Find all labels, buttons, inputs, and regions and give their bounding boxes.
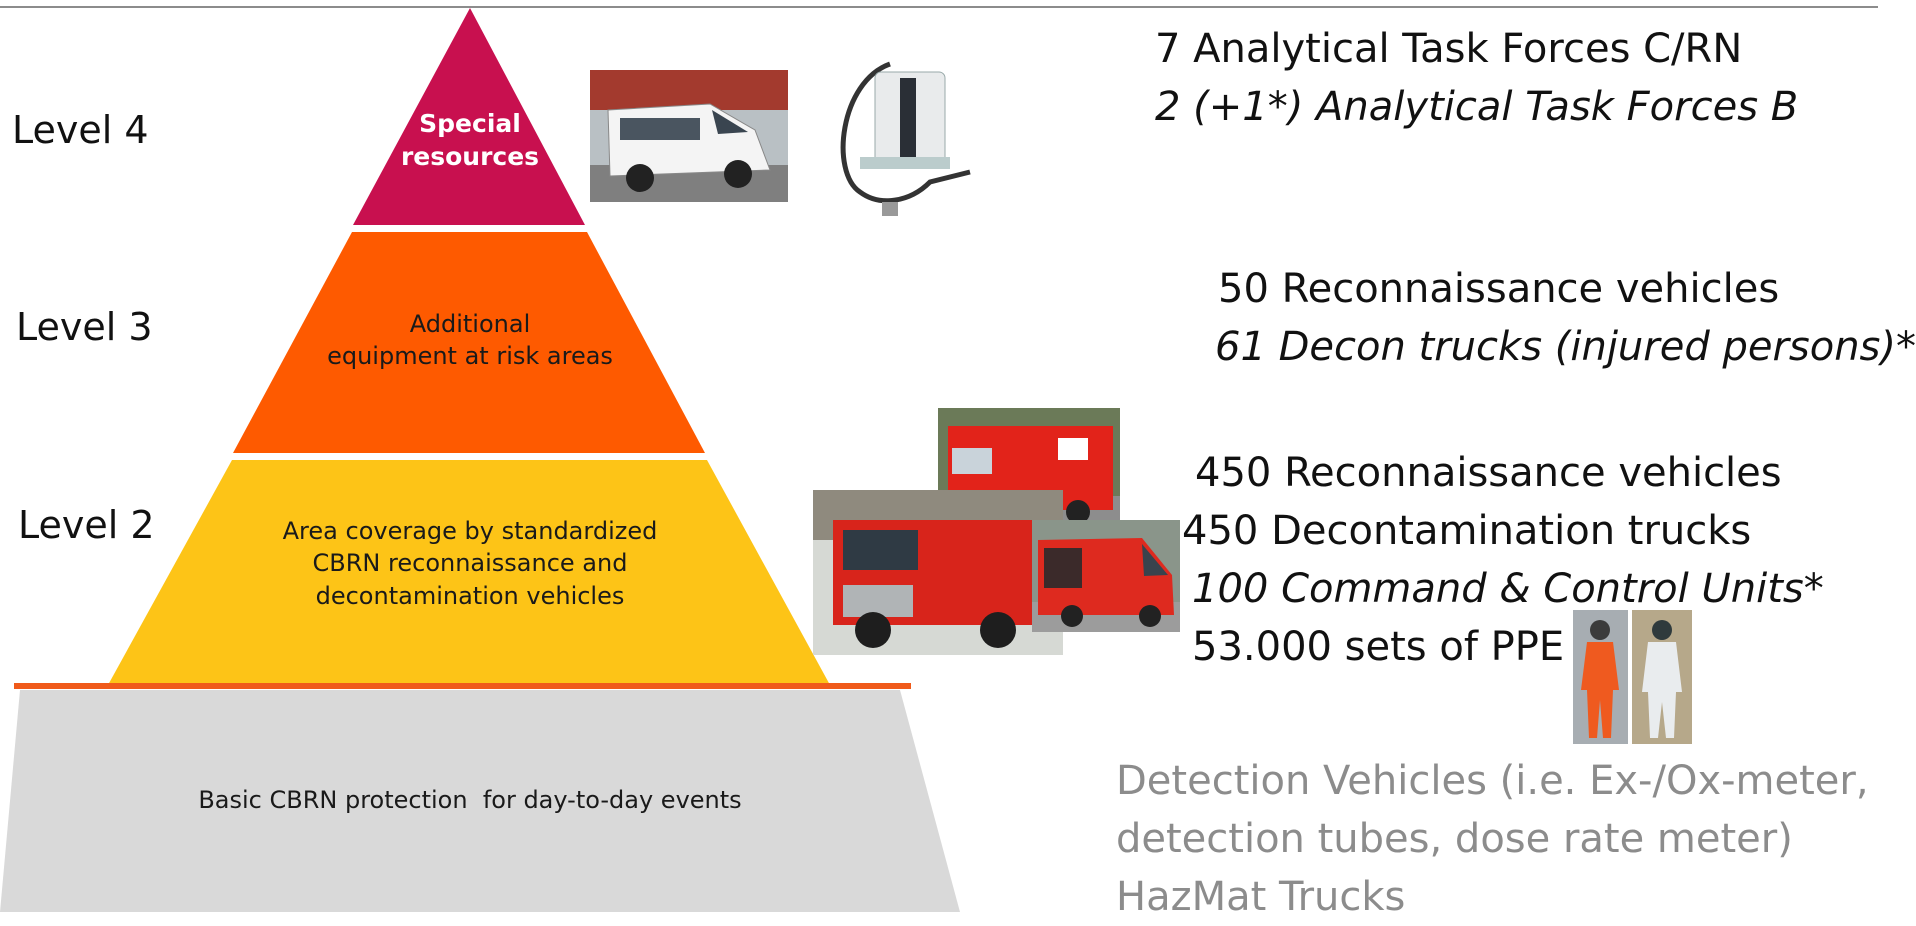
level3-resources: 50 Reconnaissance vehicles 61 Decon truc…	[1215, 260, 1916, 376]
level3-resource-item: 61 Decon trucks (injured persons)*	[1215, 324, 1916, 370]
top-rule	[0, 6, 1878, 8]
level3-resource-item: 50 Reconnaissance vehicles	[1218, 266, 1780, 312]
level2-resource-item: 100 Command & Control Units*	[1192, 566, 1824, 612]
level-3-label: Level 3	[16, 305, 153, 349]
level-4-label: Level 4	[12, 108, 149, 152]
level2-resources: 450 Reconnaissance vehicles 450 Decontam…	[1182, 444, 1824, 676]
level4-resource-item: 2 (+1*) Analytical Task Forces B	[1155, 84, 1799, 130]
white-van-photo	[590, 70, 788, 202]
level4-resources: 7 Analytical Task Forces C/RN 2 (+1*) An…	[1155, 20, 1798, 136]
tier-level2-text: Area coverage by standardized CBRN recon…	[282, 517, 658, 610]
red-van-photo	[1032, 520, 1180, 632]
tier-level3-shape	[233, 232, 705, 453]
pyramid-diagram	[0, 8, 960, 912]
tier-level4-text: Special resources	[400, 109, 540, 171]
level1-resource-item: Detection Vehicles (i.e. Ex-/Ox-meter,	[1116, 758, 1869, 804]
level2-resource-item: 53.000 sets of PPE	[1192, 624, 1565, 670]
level1-resources: Detection Vehicles (i.e. Ex-/Ox-meter, d…	[1116, 752, 1869, 926]
detector-device-photo	[820, 52, 971, 217]
tier-level1-text: Basic CBRN protection for day-to-day eve…	[198, 786, 742, 814]
white-protective-suit-photo	[1632, 610, 1692, 744]
level2-resource-item: 450 Decontamination trucks	[1182, 508, 1752, 554]
level4-resource-item: 7 Analytical Task Forces C/RN	[1155, 26, 1743, 72]
level1-resource-item: HazMat Trucks	[1116, 874, 1406, 920]
level2-resource-item: 450 Reconnaissance vehicles	[1195, 450, 1782, 496]
tier-level3-text: Additional equipment at risk areas	[327, 310, 613, 371]
level1-resource-item: detection tubes, dose rate meter)	[1116, 816, 1793, 862]
orange-protective-suit-photo	[1573, 610, 1628, 744]
tier-level2-shape	[108, 460, 830, 685]
level-divider-line	[14, 683, 911, 689]
red-fire-truck-photo	[813, 490, 1063, 655]
tier-level1-shape	[0, 690, 960, 912]
level-2-label: Level 2	[18, 503, 155, 547]
tier-level4-shape	[353, 8, 585, 225]
